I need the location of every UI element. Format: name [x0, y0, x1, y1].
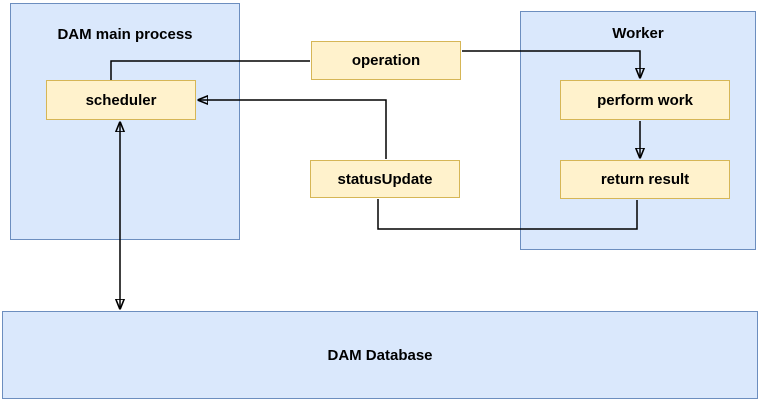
- return-result-label: return result: [600, 171, 690, 188]
- node-return-result: return result: [560, 160, 730, 199]
- container-dam-database: DAM Database: [2, 311, 758, 399]
- status-update-label: statusUpdate: [337, 170, 433, 188]
- scheduler-label: scheduler: [85, 91, 157, 109]
- operation-label: operation: [351, 52, 421, 69]
- dam-database-title: DAM Database: [327, 346, 433, 364]
- perform-work-label: perform work: [597, 91, 693, 109]
- worker-title: Worker: [612, 25, 664, 42]
- dam-main-process-title: DAM main process: [57, 26, 193, 43]
- node-scheduler: scheduler: [46, 80, 196, 120]
- container-dam-main-process: DAM main process: [10, 3, 240, 240]
- node-perform-work: perform work: [560, 80, 730, 120]
- container-worker: Worker: [520, 11, 756, 250]
- node-operation: operation: [311, 41, 461, 80]
- node-status-update: statusUpdate: [310, 160, 460, 198]
